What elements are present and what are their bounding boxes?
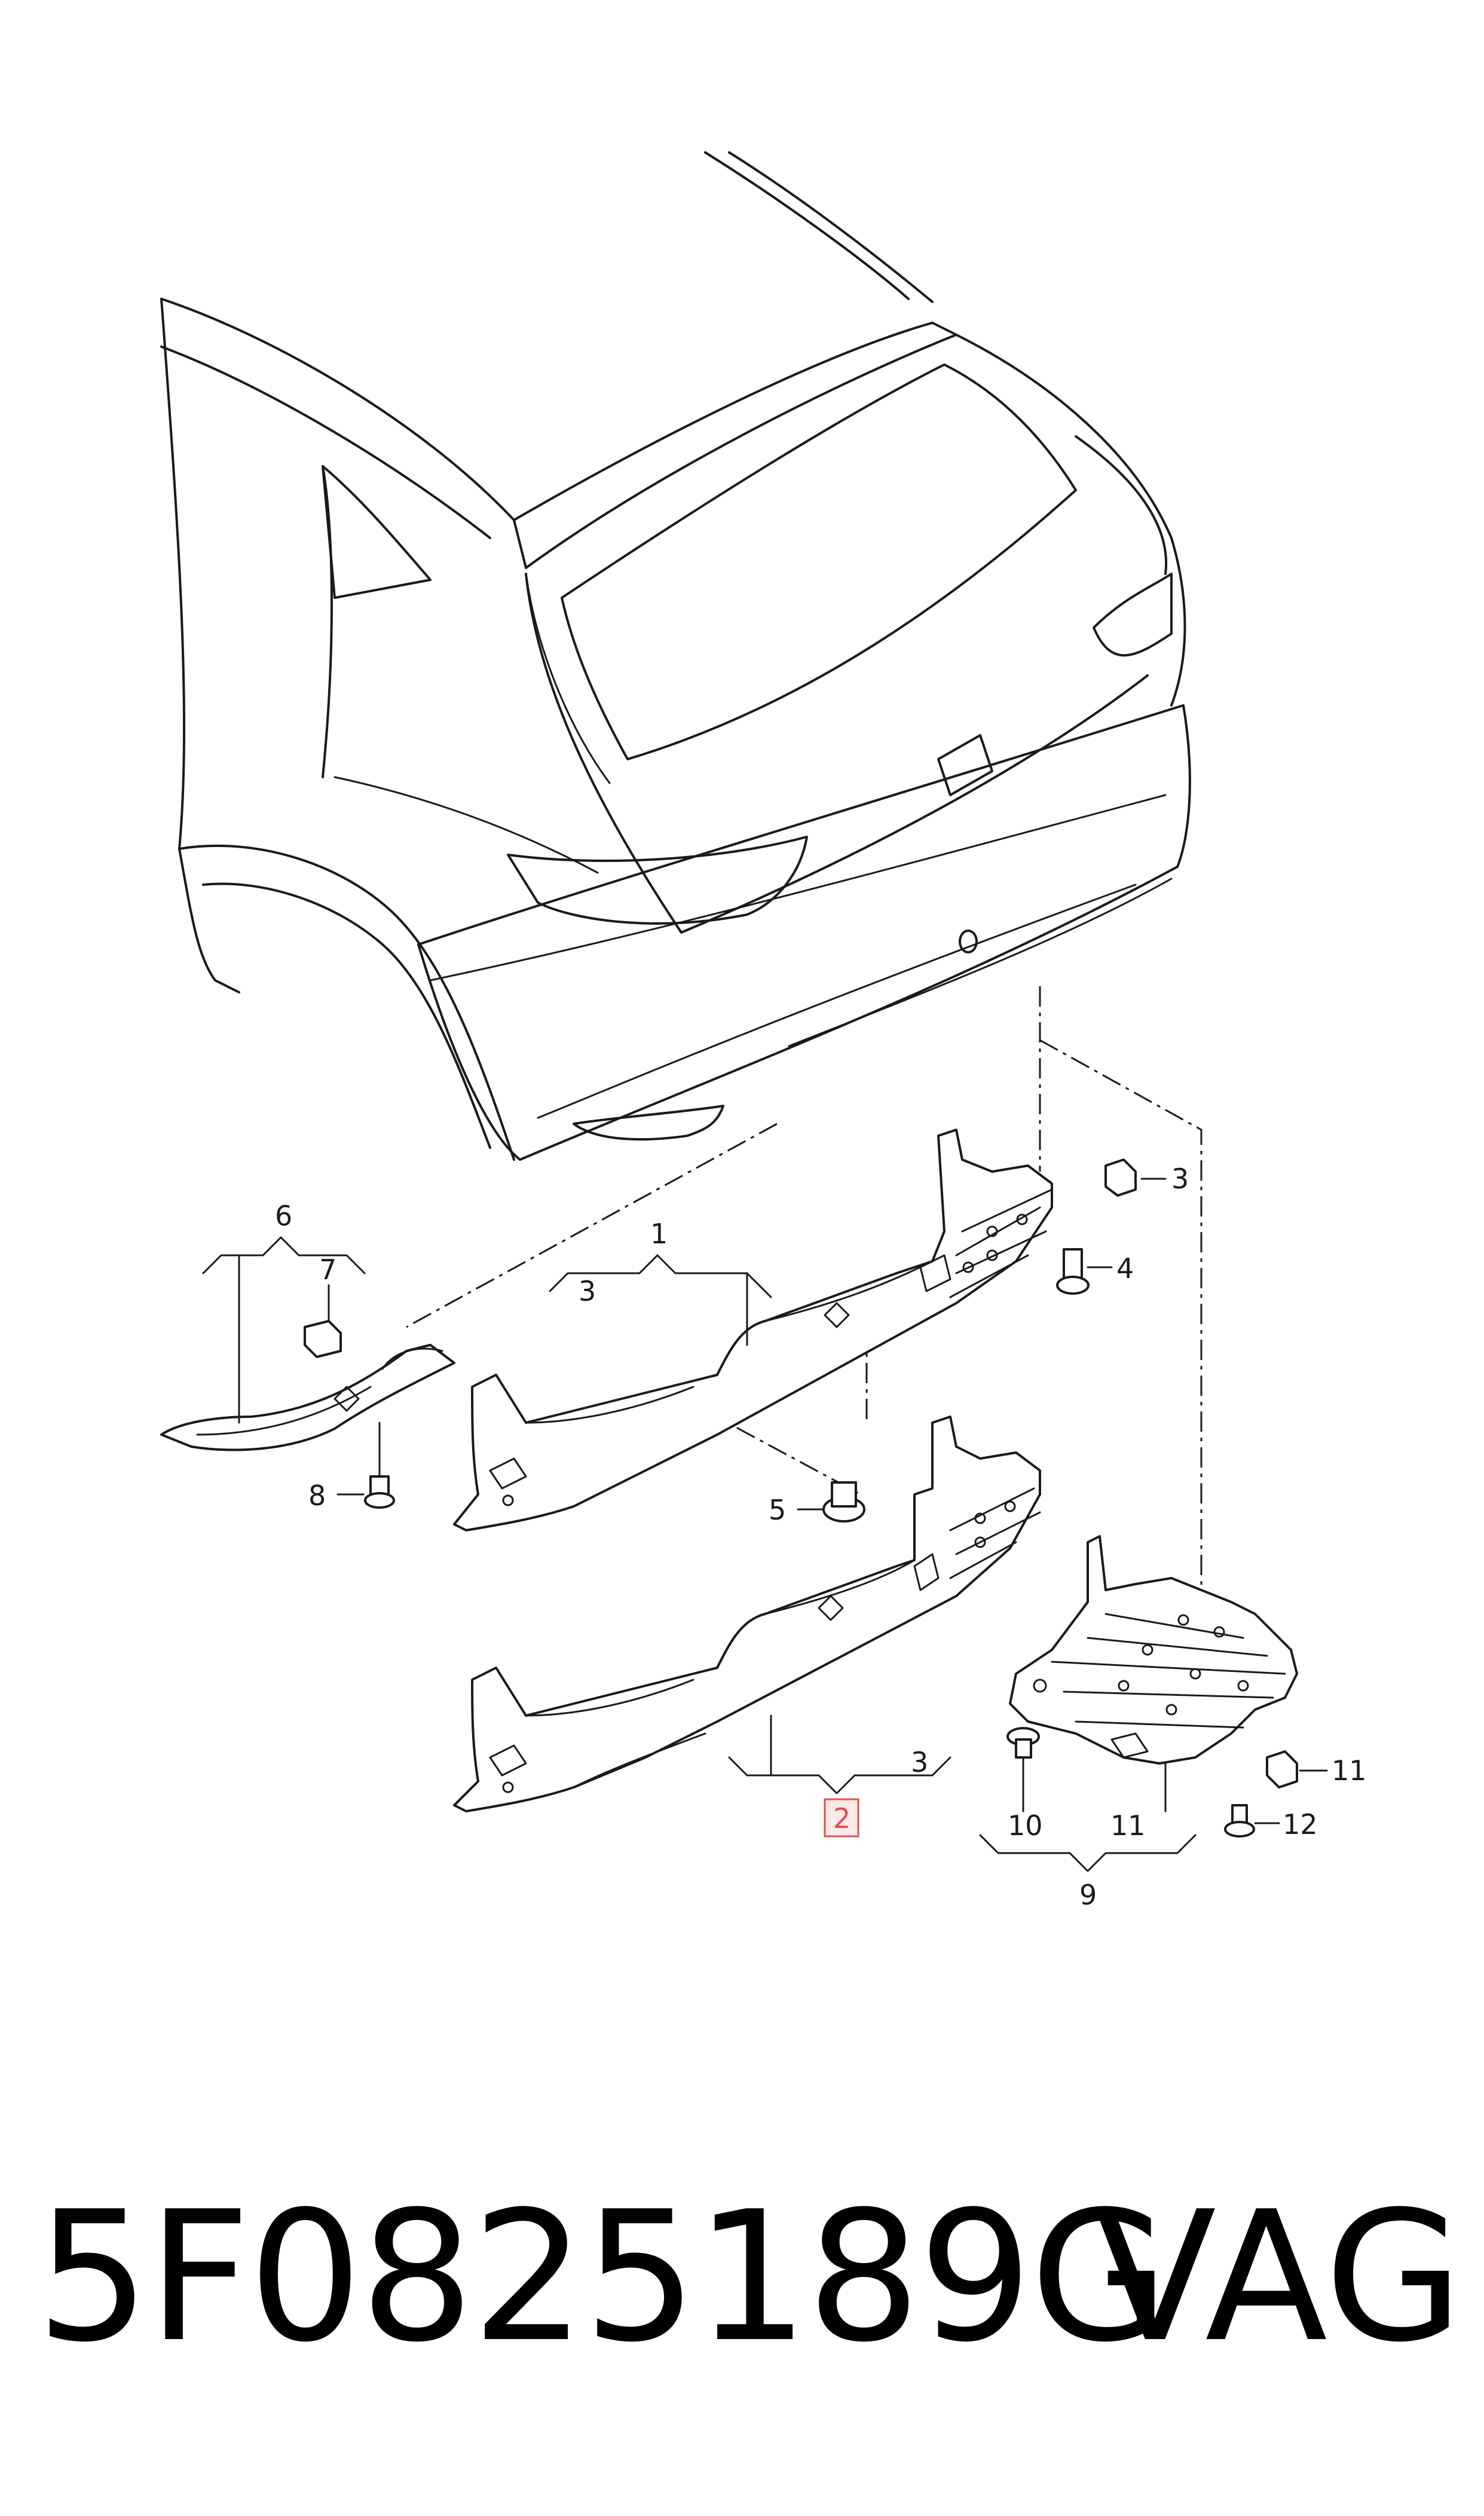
part-2-bumper-guide [453,1416,1041,1812]
callout-10: 10 [1008,1809,1043,1842]
callout-2-highlight [824,1798,859,1838]
callout-1: 1 [650,1218,668,1250]
brand-name: VAG [1094,2173,1464,2382]
clip-11 [1266,1750,1298,1789]
callout-3-top-right: 3 [1171,1163,1189,1195]
screw-8 [364,1475,395,1509]
callout-6: 6 [275,1200,292,1232]
nut-5 [822,1481,865,1523]
screw-4 [1056,1248,1090,1295]
fasteners [304,1158,1298,1838]
callout-8: 8 [308,1479,326,1512]
callout-7: 7 [319,1254,336,1286]
part-1-bumper-guide [453,1129,1053,1531]
clip-3 [1104,1158,1137,1197]
car-rear-body [160,151,1191,1161]
callout-4: 4 [1116,1252,1134,1285]
screw-12 [1224,1804,1255,1838]
callout-3-lower: 3 [911,1746,928,1778]
callout-labels: 1 3 3 4 5 6 7 8 3 2 10 11 11 12 9 [275,1163,1367,1911]
part-number: 5F0825189G [36,2173,1169,2382]
callout-9: 9 [1079,1879,1097,1911]
part-9-underbody-panel [1009,1535,1298,1765]
part-6-guide-strip [160,1344,455,1451]
callout-11-lower: 11 [1110,1809,1146,1842]
callout-3-upper-left: 3 [579,1275,596,1307]
callout-5: 5 [769,1494,786,1526]
nut-10 [1006,1727,1040,1759]
clip-7 [304,1320,342,1358]
callout-12: 12 [1283,1808,1318,1841]
leader-lines [202,1178,1328,1872]
callout-11-right: 11 [1332,1754,1367,1787]
callout-2: 2 [833,1802,850,1835]
